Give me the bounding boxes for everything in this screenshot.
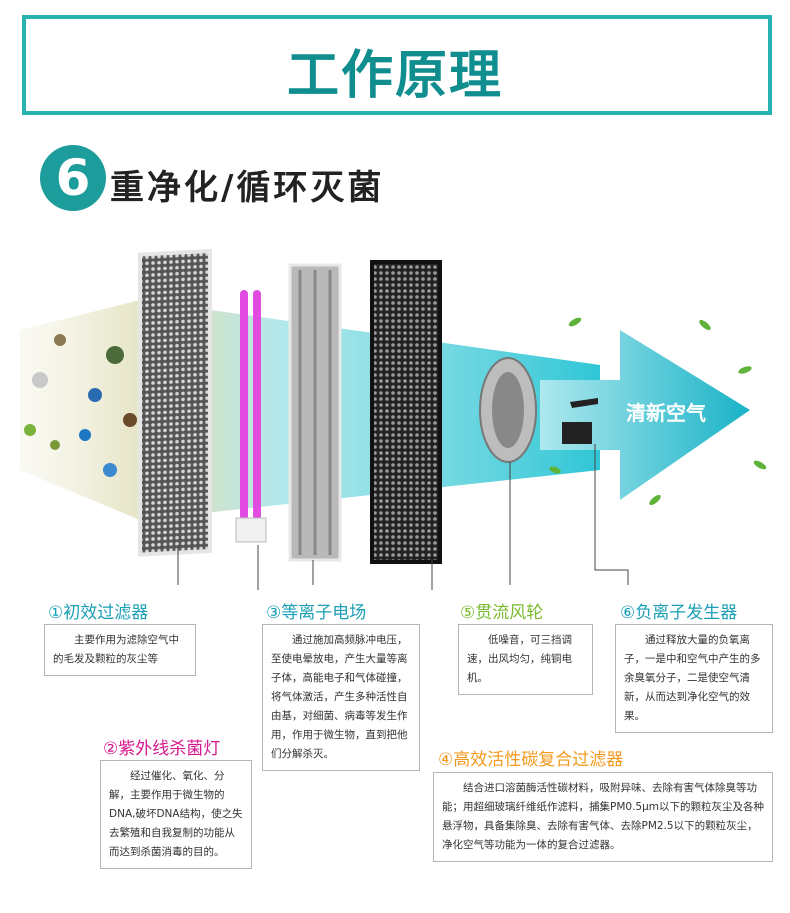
leaves xyxy=(549,317,767,506)
cross-flow-fan xyxy=(479,357,537,463)
page-title: 工作原理 xyxy=(286,46,503,106)
label-carbon-filter: ④高效活性碳复合过滤器 xyxy=(438,750,624,770)
label-ion-generator: ⑥负离子发生器 xyxy=(620,603,738,623)
plasma-field xyxy=(288,263,342,562)
clean-air-label: 清新空气 xyxy=(626,401,706,425)
label-uv-lamp: ②紫外线杀菌灯 xyxy=(103,739,221,759)
header-frame xyxy=(22,15,772,115)
purification-illustration xyxy=(20,248,767,590)
desc-primary-filter: 主要作用为滤除空气中的毛发及颗粒的灰尘等 xyxy=(44,624,196,676)
section-subtitle: 重净化/循环灭菌 xyxy=(110,168,385,208)
step-number-badge: 6 xyxy=(40,145,106,211)
leader-lines xyxy=(177,444,629,590)
label-primary-filter: ①初效过滤器 xyxy=(48,603,149,623)
desc-uv-lamp: 经过催化、氧化、分解，主要作用于微生物的DNA,破坏DNA结构，使之失去繁殖和自… xyxy=(100,760,252,869)
negative-ion-generator xyxy=(562,398,598,444)
uv-lamp xyxy=(235,290,267,543)
carbon-filter xyxy=(370,260,442,564)
desc-ion-generator: 通过释放大量的负氧离子，一是中和空气中产生的多余臭氧分子，二是使空气清新，从而达… xyxy=(615,624,773,733)
primary-filter xyxy=(138,248,212,557)
label-plasma-field: ③等离子电场 xyxy=(266,603,367,623)
desc-carbon-filter: 结合进口溶菌酶活性碳材料，吸附异味、去除有害气体除臭等功能；用超细玻璃纤维纸作滤… xyxy=(433,772,773,862)
clean-air-arrow xyxy=(540,330,750,500)
desc-plasma-field: 通过施加高频脉冲电压，至使电晕放电，产生大量等离子体，高能电子和气体碰撞，将气体… xyxy=(262,624,420,771)
desc-cross-flow-fan: 低噪音，可三挡调速，出风均匀，纯铜电机。 xyxy=(458,624,593,695)
label-cross-flow-fan: ⑤贯流风轮 xyxy=(460,603,544,623)
